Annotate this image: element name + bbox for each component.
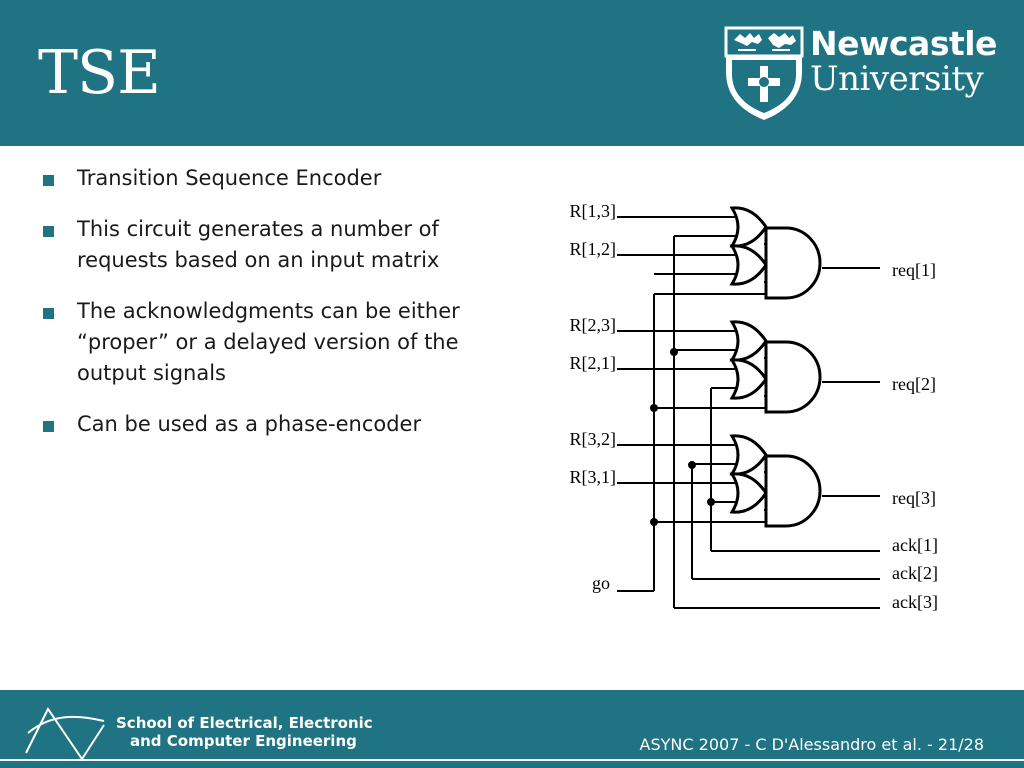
logo-line-1: Newcastle xyxy=(810,24,997,63)
bullet-item: The acknowledgments can be either “prope… xyxy=(40,296,460,389)
and-gates xyxy=(764,226,822,528)
school-line-1: School of Electrical, Electronic xyxy=(116,714,373,732)
output-label: req[1] xyxy=(892,260,936,280)
input-label: R[2,3] xyxy=(570,315,617,335)
bullet-text: This circuit generates a number of reque… xyxy=(77,217,440,272)
bullet-item: This circuit generates a number of reque… xyxy=(40,214,460,276)
bullet-square-icon xyxy=(43,421,54,432)
bullet-list: Transition Sequence Encoder This circuit… xyxy=(40,163,460,460)
university-logo: Newcastle University xyxy=(724,26,1014,122)
school-logo-icon xyxy=(25,707,105,761)
input-label: R[2,1] xyxy=(570,353,617,373)
output-label: req[3] xyxy=(892,488,936,508)
logo-line-2: University xyxy=(810,59,984,99)
ack-label: ack[2] xyxy=(892,563,938,583)
or-gates xyxy=(729,206,768,514)
ack-label: ack[3] xyxy=(892,592,938,612)
ack-label: ack[1] xyxy=(892,535,938,555)
slide-title: TSE xyxy=(38,38,161,108)
school-line-2: and Computer Engineering xyxy=(130,732,357,750)
shield-icon xyxy=(724,26,804,120)
bullet-text: Transition Sequence Encoder xyxy=(77,166,382,190)
header-bar xyxy=(0,0,1024,146)
bullet-square-icon xyxy=(43,226,54,237)
footer-bar xyxy=(0,690,1024,768)
junction-dots xyxy=(650,348,715,526)
tse-circuit-diagram: R[1,3] R[1,2] R[2,3] R[2,1] R[3,2] R[3,1… xyxy=(570,201,938,612)
bullet-square-icon xyxy=(43,175,54,186)
slide-info: ASYNC 2007 - C D'Alessandro et al. - 21/… xyxy=(639,735,984,754)
bullet-square-icon xyxy=(43,308,54,319)
input-label: R[3,2] xyxy=(570,429,617,449)
input-label: R[3,1] xyxy=(570,467,617,487)
input-label: R[1,2] xyxy=(570,239,617,259)
school-name: School of Electrical, Electronic and Com… xyxy=(116,714,373,750)
output-label: req[2] xyxy=(892,374,936,394)
bullet-text: Can be used as a phase-encoder xyxy=(77,412,422,436)
bullet-text: The acknowledgments can be either “prope… xyxy=(77,299,460,385)
university-name: Newcastle University xyxy=(810,24,997,99)
input-label: R[1,3] xyxy=(570,201,617,221)
bullet-item: Can be used as a phase-encoder xyxy=(40,409,460,440)
bullet-item: Transition Sequence Encoder xyxy=(40,163,460,194)
footer-divider xyxy=(0,759,1024,761)
go-label: go xyxy=(592,573,610,593)
